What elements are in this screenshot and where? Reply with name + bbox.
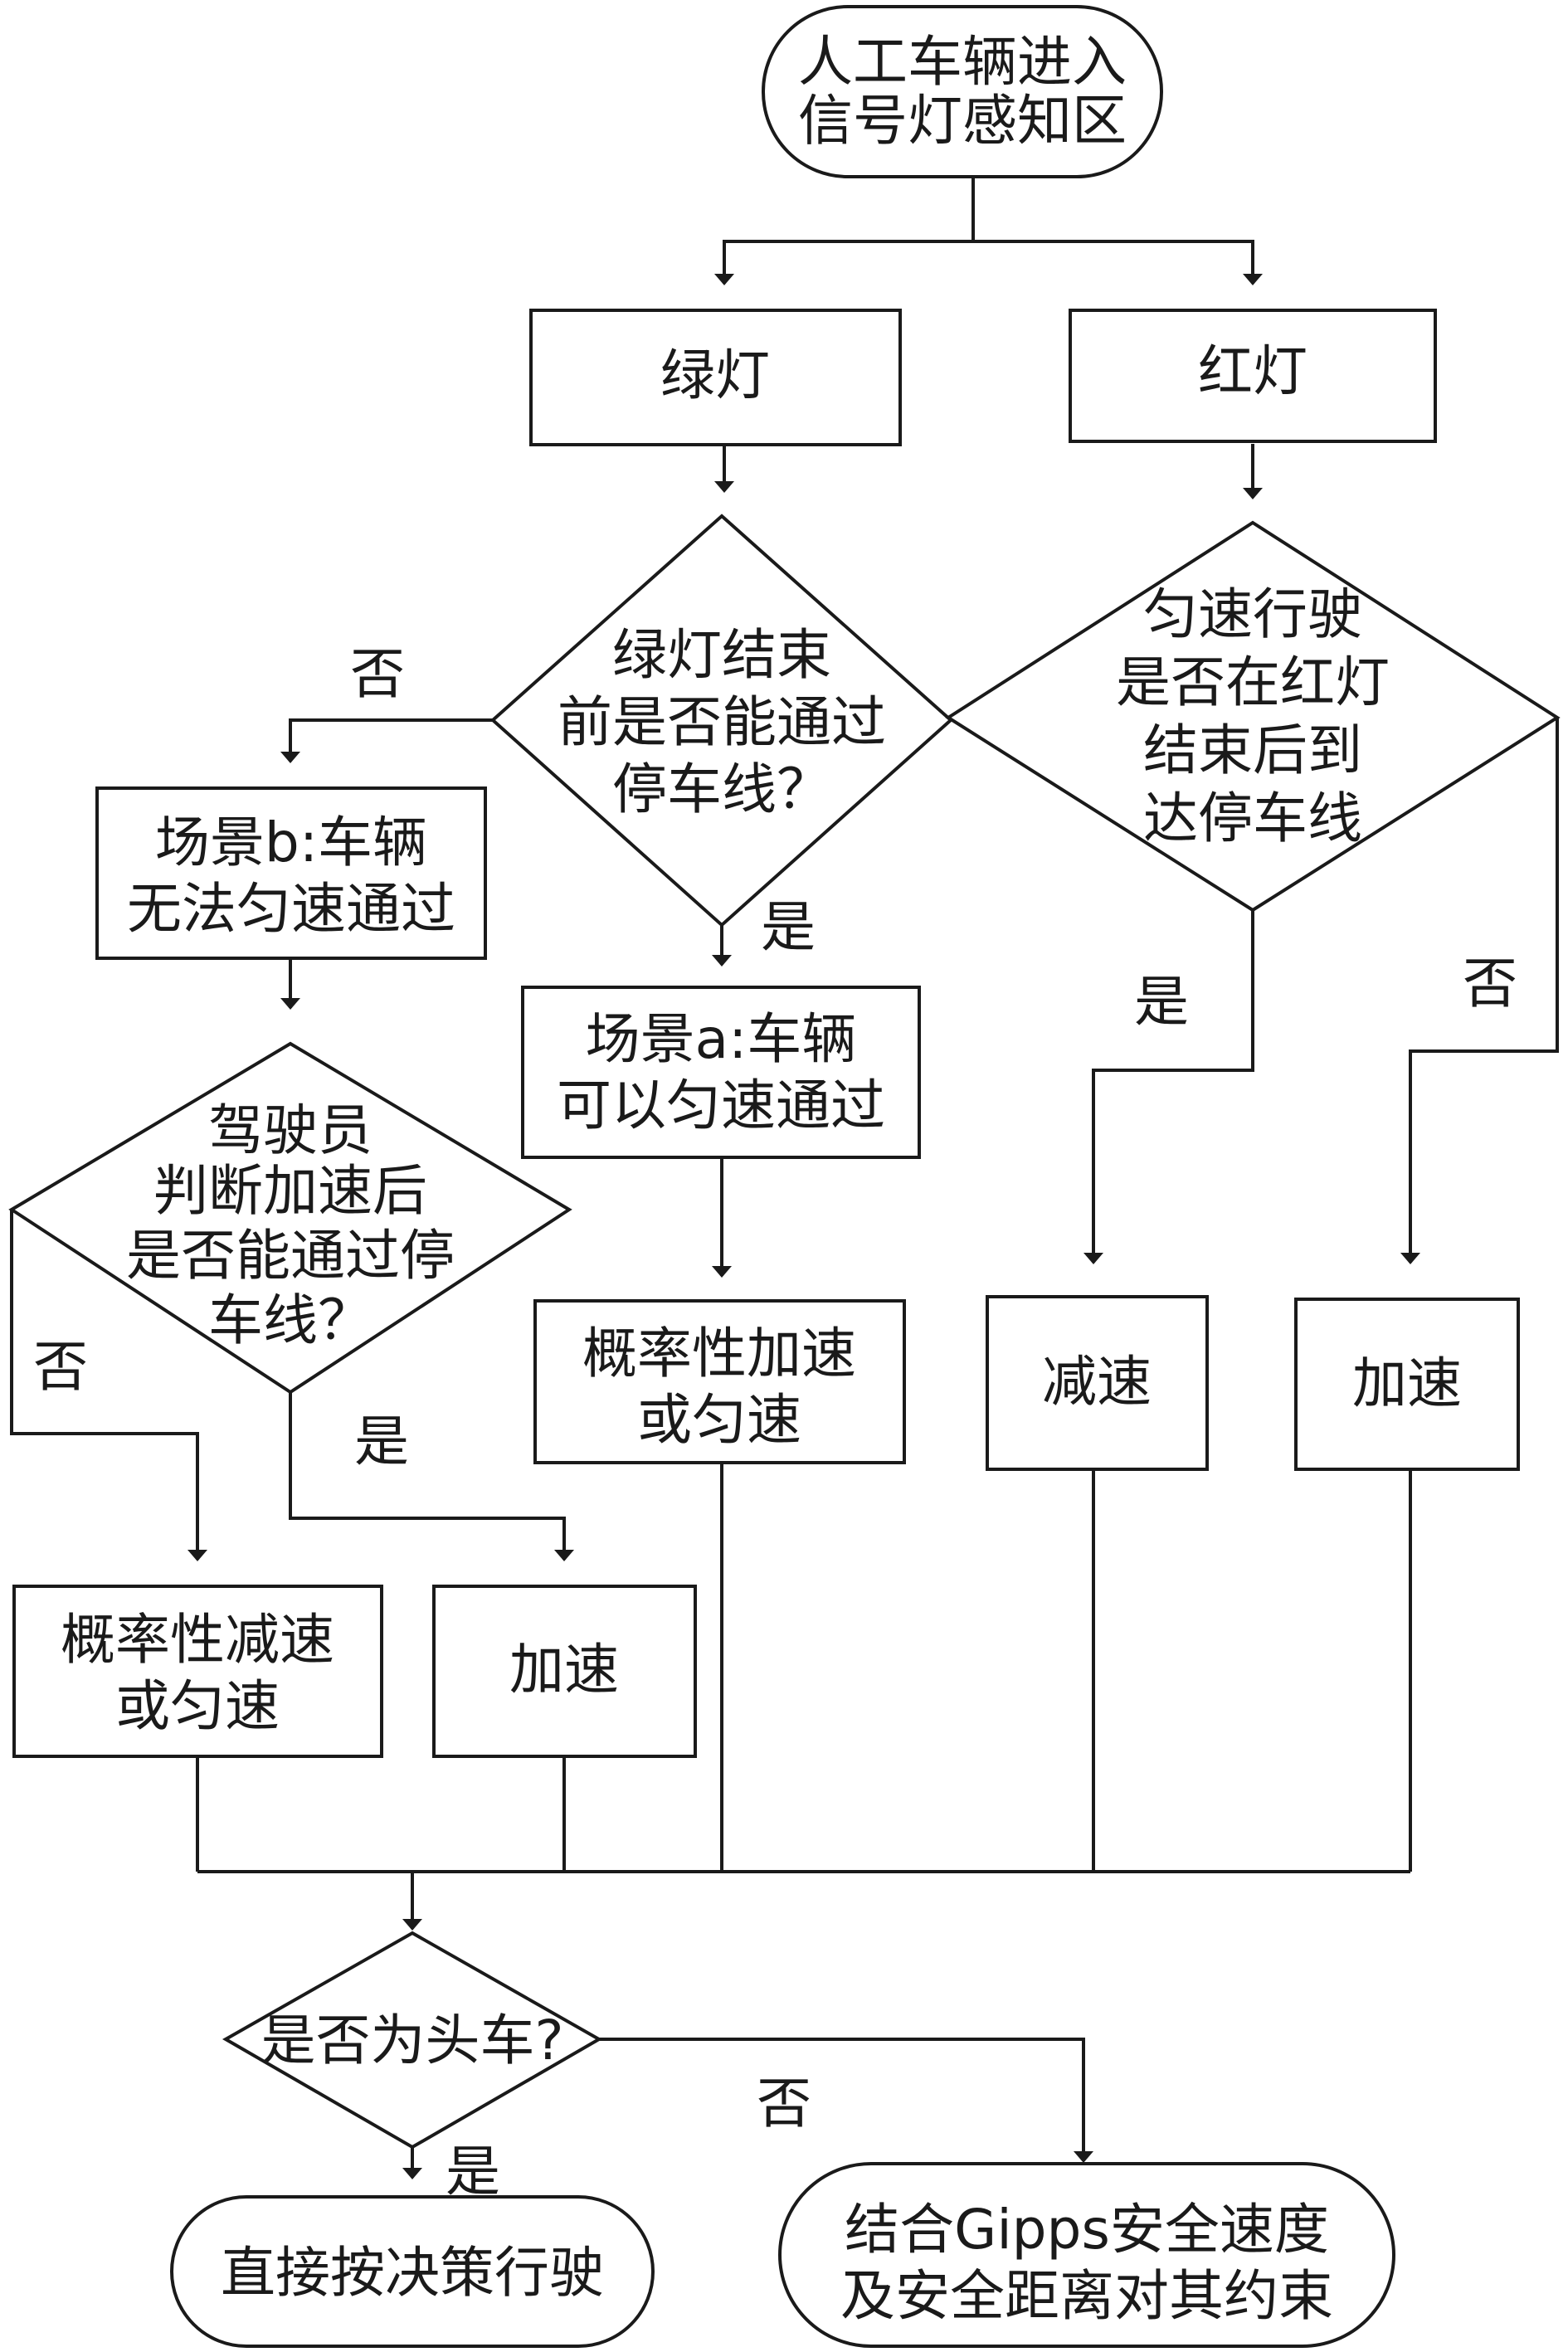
arrowhead-driver bbox=[280, 998, 300, 1010]
label-red-yes: 是 bbox=[1134, 970, 1189, 1034]
scenario-b-line-1: 场景b:车辆 bbox=[155, 811, 427, 874]
green-decision-line-2: 前是否能通过 bbox=[558, 690, 886, 754]
gipps-node: 结合Gipps安全速度 及安全距离对其约束 bbox=[778, 2162, 1395, 2348]
driver-decision-line-3: 是否能通过停 bbox=[126, 1224, 455, 1288]
connector-split-red bbox=[973, 240, 1254, 284]
arrowhead-decel bbox=[1083, 1253, 1103, 1264]
driver-decision-diamond: 驾驶员 判断加速后 是否能通过停 车线？ bbox=[8, 1041, 572, 1395]
driver-decision-line-1: 驾驶员 bbox=[208, 1098, 373, 1162]
accelerate-red-box: 加速 bbox=[1294, 1298, 1520, 1471]
arrowhead-prob-accel bbox=[712, 1266, 732, 1278]
direct-node-label: 直接按决策行驶 bbox=[221, 2241, 604, 2305]
prob-decel-line-2: 或匀速 bbox=[115, 1674, 280, 1738]
prob-decel-line-1: 概率性减速 bbox=[61, 1608, 334, 1672]
label-driver-yes: 是 bbox=[354, 1410, 409, 1473]
red-light-box: 红灯 bbox=[1069, 309, 1437, 443]
label-driver-no: 否 bbox=[33, 1335, 88, 1399]
connector-green-decision-no bbox=[289, 718, 493, 762]
direct-node: 直接按决策行驶 bbox=[170, 2195, 655, 2348]
green-decision-diamond: 绿灯结束 前是否能通过 停车线？ bbox=[489, 514, 954, 928]
arrowhead-prob-decel bbox=[187, 1550, 207, 1561]
green-decision-line-3: 停车线？ bbox=[612, 757, 831, 821]
arrowhead-head-decision bbox=[402, 1919, 422, 1931]
connector-split-green bbox=[723, 240, 973, 284]
arrowhead-scenario-a bbox=[712, 955, 732, 967]
driver-decision-line-4: 车线？ bbox=[208, 1288, 373, 1352]
red-decision-line-2: 是否在红灯 bbox=[1116, 650, 1390, 714]
head-decision-diamond: 是否为头车? bbox=[222, 1931, 603, 2150]
label-red-no: 否 bbox=[1463, 952, 1517, 1015]
scenario-a-box: 场景a:车辆 可以匀速通过 bbox=[521, 986, 921, 1159]
accelerate-b-label: 加速 bbox=[509, 1638, 619, 1702]
red-light-label: 红灯 bbox=[1198, 339, 1307, 403]
start-node-line-2: 信号灯感知区 bbox=[798, 89, 1127, 153]
green-light-label: 绿灯 bbox=[660, 343, 770, 407]
accelerate-red-label: 加速 bbox=[1352, 1351, 1462, 1415]
scenario-b-line-2: 无法匀速通过 bbox=[127, 877, 455, 941]
prob-accel-line-2: 或匀速 bbox=[637, 1388, 801, 1452]
scenario-b-box: 场景b:车辆 无法匀速通过 bbox=[95, 786, 487, 960]
connector-head-no bbox=[599, 2038, 1085, 2161]
arrowhead-red bbox=[1243, 274, 1263, 285]
connector-red-decision-yes bbox=[1092, 910, 1254, 1263]
label-green-no: 否 bbox=[350, 642, 405, 706]
scenario-a-line-2: 可以匀速通过 bbox=[557, 1074, 885, 1137]
arrowhead-green bbox=[714, 274, 734, 285]
prob-accel-line-1: 概率性加速 bbox=[582, 1322, 856, 1385]
connector-driver-yes bbox=[289, 1392, 566, 1560]
accelerate-b-box: 加速 bbox=[432, 1585, 697, 1758]
red-decision-line-1: 匀速行驶 bbox=[1143, 582, 1362, 646]
arrowhead-direct bbox=[402, 2168, 422, 2179]
decelerate-label: 减速 bbox=[1042, 1350, 1152, 1414]
decelerate-box: 减速 bbox=[986, 1295, 1209, 1471]
arrowhead-red-decision bbox=[1243, 488, 1263, 499]
start-node-line-1: 人工车辆进入 bbox=[798, 30, 1127, 94]
label-head-no: 否 bbox=[757, 2072, 811, 2135]
prob-accel-box: 概率性加速 或匀速 bbox=[533, 1299, 906, 1464]
label-head-yes: 是 bbox=[446, 2140, 500, 2203]
red-decision-line-3: 结束后到 bbox=[1143, 718, 1362, 782]
start-node: 人工车辆进入 信号灯感知区 bbox=[762, 5, 1163, 178]
gipps-node-line-2: 及安全距离对其约束 bbox=[840, 2264, 1333, 2328]
driver-decision-line-2: 判断加速后 bbox=[153, 1159, 427, 1223]
head-decision-label: 是否为头车? bbox=[261, 2009, 563, 2072]
connector-red-decision-no bbox=[1409, 718, 1559, 1263]
arrowhead-scenario-b bbox=[280, 752, 300, 763]
arrowheads bbox=[187, 274, 1420, 2179]
red-decision-line-4: 达停车线 bbox=[1143, 786, 1362, 850]
label-green-yes: 是 bbox=[761, 895, 816, 959]
edge-labels: 否 是 是 否 否 是 是 否 bbox=[33, 642, 1517, 2203]
green-decision-line-1: 绿灯结束 bbox=[612, 623, 831, 687]
arrowhead-accel-b bbox=[554, 1550, 574, 1561]
gipps-node-line-1: 结合Gipps安全速度 bbox=[845, 2198, 1329, 2262]
arrowhead-green-decision bbox=[714, 481, 734, 493]
scenario-a-line-1: 场景a:车辆 bbox=[586, 1007, 857, 1071]
connectors bbox=[10, 177, 1559, 2178]
connector-driver-no bbox=[10, 1210, 199, 1560]
arrowhead-gipps bbox=[1074, 2151, 1093, 2163]
green-light-box: 绿灯 bbox=[529, 309, 902, 446]
prob-decel-box: 概率性减速 或匀速 bbox=[12, 1585, 383, 1758]
arrowhead-accel-red bbox=[1400, 1253, 1420, 1264]
red-decision-diamond: 匀速行驶 是否在红灯 结束后到 达停车线 bbox=[945, 520, 1561, 913]
